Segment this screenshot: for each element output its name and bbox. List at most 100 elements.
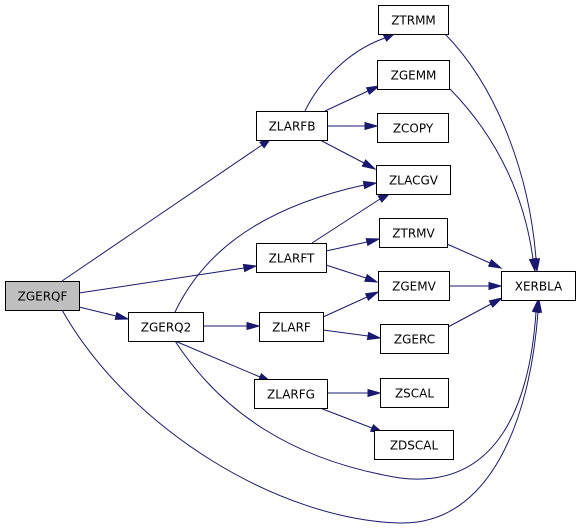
node-zscal[interactable]: ZSCAL [380,378,449,408]
arrowhead [366,331,382,341]
arrowhead [531,298,541,314]
edge-line [322,329,369,337]
edge-zlarfb-to-zgemm [324,85,381,112]
node-zgerqf[interactable]: ZGERQF [5,281,80,311]
edge-zlarft-to-ztrmv [325,238,381,252]
edge-zlarfb-to-zlacgv [319,139,377,170]
edge-line [78,267,245,294]
node-box[interactable] [128,312,204,342]
node-label: ZGEMV [392,280,436,294]
edge-zlarf-to-zgemv [322,291,380,318]
edges-layer [61,32,543,524]
node-zcopy[interactable]: ZCOPY [377,113,449,143]
node-label: ZLARFT [269,252,315,266]
node-label: ZLACGV [389,174,439,188]
node-zlarf[interactable]: ZLARF [259,312,324,342]
edge-line [304,37,386,112]
edge-line [322,296,368,318]
arrowhead [114,311,130,320]
node-zgemm[interactable]: ZGEMM [377,60,450,90]
node-box[interactable] [377,113,449,143]
arrowhead [364,121,379,131]
node-zgerq2[interactable]: ZGERQ2 [128,312,204,342]
edge-zgerqf-to-zgerq2 [78,306,130,320]
node-box[interactable] [254,379,328,409]
node-box[interactable] [376,165,451,195]
edge-line [78,306,117,317]
node-box[interactable] [256,243,327,273]
node-label: ZGERQ2 [141,321,192,335]
edge-zlarfg-to-zscal [327,388,382,398]
edge-ztrmm-to-xerbla [444,33,541,273]
edge-line [61,144,263,282]
edge-line [325,264,367,279]
node-zlacgv[interactable]: ZLACGV [376,165,451,195]
edge-line [325,241,368,252]
node-box[interactable] [380,378,449,408]
node-box[interactable] [378,5,449,35]
edge-line [446,243,491,264]
edge-zgerq2-to-zlacgv [174,180,378,313]
arrowhead [528,257,538,273]
arrowhead [364,273,379,283]
arrowhead [365,238,381,247]
edge-line [61,309,539,524]
edge-line [174,184,365,313]
node-label: ZCOPY [393,122,434,136]
nodes-layer: ZGERQF ZGERQ2 ZLARFB ZLARFT ZLARF ZLARFG ZTRMM… [5,5,576,460]
edge-zlarf-to-zgerc [322,329,382,341]
edge-line [174,340,261,378]
arrowhead [367,388,382,398]
node-zlarfb[interactable]: ZLARFB [256,111,328,141]
node-label: ZDSCAL [390,439,439,453]
node-ztrmm[interactable]: ZTRMM [378,5,449,35]
arrowhead [488,281,503,291]
node-box[interactable] [379,218,448,248]
edge-line [319,139,365,164]
node-box[interactable] [378,271,450,301]
node-box[interactable] [501,271,576,301]
node-label: ZGERQF [18,290,68,304]
edge-line [449,88,534,260]
node-ztrmv[interactable]: ZTRMV [379,218,448,248]
edge-zlarft-to-zlacgv [311,192,392,244]
node-box[interactable] [374,430,454,460]
edge-line [324,90,369,112]
edge-zgemv-to-xerbla [449,281,503,291]
edge-line [174,311,537,480]
arrowhead [361,159,377,170]
arrowhead [488,297,504,308]
node-zgemv[interactable]: ZGEMV [378,271,450,301]
arrowhead [487,258,503,269]
arrowhead [364,291,380,302]
node-xerbla[interactable]: XERBLA [501,271,576,301]
edge-zlarfb-to-zcopy [327,121,379,131]
edge-line [447,303,492,328]
node-label: XERBLA [515,280,563,294]
node-zlarft[interactable]: ZLARFT [256,243,327,273]
edge-zgemm-to-xerbla [449,88,538,273]
node-label: ZGERC [394,333,435,347]
node-zdscal[interactable]: ZDSCAL [374,430,454,460]
edge-zgerqf-to-zlarfb [61,136,273,282]
node-label: ZTRMM [391,14,436,28]
arrowhead [365,85,381,96]
edge-zlarfg-to-zdscal [319,407,385,434]
edge-line [311,198,381,244]
node-box[interactable] [5,281,80,311]
arrowhead [246,321,261,331]
arrowhead [242,263,258,273]
edge-zgerc-to-xerbla [447,297,504,328]
node-zlarfg[interactable]: ZLARFG [254,379,328,409]
edge-zgerq2-to-xerbla [174,298,541,480]
node-zgerc[interactable]: ZGERC [380,324,449,354]
node-label: ZLARFG [267,388,315,402]
node-label: ZTRMV [392,227,435,241]
edge-zgerqf-to-zlarft [78,263,258,294]
node-box[interactable] [377,60,450,90]
node-box[interactable] [259,312,324,342]
node-label: ZLARF [272,321,311,335]
node-box[interactable] [380,324,449,354]
node-box[interactable] [256,111,328,141]
